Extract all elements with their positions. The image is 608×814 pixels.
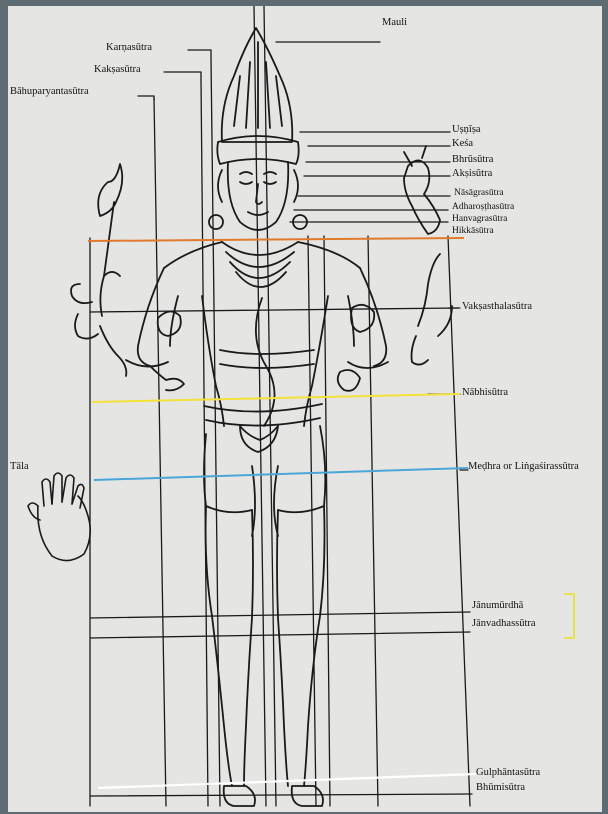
grid-line-vaksasthala bbox=[90, 308, 458, 312]
necklace bbox=[222, 242, 298, 255]
label-medhra: Meḍhra or Liṅgaśirassūtra bbox=[468, 462, 579, 473]
deity-figure bbox=[71, 28, 452, 806]
right-back-arm bbox=[418, 254, 452, 336]
label-hikkasutra: Hikkāsūtra bbox=[452, 227, 494, 237]
leader-karnasutra bbox=[188, 50, 211, 58]
grid-vertical-bahu-left bbox=[154, 98, 166, 806]
grid-line-bhumi bbox=[90, 794, 472, 796]
label-vaksasthalasutra: Vakṣasthalasūtra bbox=[462, 302, 532, 313]
label-usnisa: Uṣṇīṣa bbox=[452, 125, 481, 136]
left-foot bbox=[224, 786, 255, 806]
nabhi-line bbox=[92, 394, 460, 402]
left-back-arm bbox=[71, 272, 120, 316]
iconometric-diagram bbox=[8, 6, 602, 812]
grid-vertical-outer-right bbox=[448, 236, 470, 806]
label-hanvagrasutra: Hanvagrasūtra bbox=[452, 215, 507, 225]
grid-vertical-karna-left bbox=[211, 58, 220, 806]
diagram-page: Mauli Karṇasūtra Kakṣasūtra Bāhuparyanta… bbox=[8, 6, 602, 812]
label-aksisutra: Akṣisūtra bbox=[452, 169, 492, 180]
deer bbox=[404, 160, 440, 234]
face bbox=[228, 162, 289, 230]
label-nasagrasutra: Nāsāgrasūtra bbox=[454, 189, 504, 199]
label-mauli: Mauli bbox=[382, 18, 407, 29]
label-janvadhassutra: Jānvadhassūtra bbox=[472, 619, 536, 630]
right-upper-arm bbox=[348, 268, 386, 366]
label-kaksasutra: Kakṣasūtra bbox=[94, 65, 141, 76]
medhra-line bbox=[94, 468, 468, 480]
axe bbox=[98, 164, 122, 276]
leader-bahuparyantasutra bbox=[138, 96, 154, 100]
tala-hand-icon bbox=[28, 473, 90, 561]
label-adharosthasutra: Adharoṣṭhasūtra bbox=[452, 203, 514, 213]
leader-kaksasutra bbox=[164, 72, 201, 80]
grid-vertical-center-a bbox=[254, 6, 266, 806]
label-nabhisutra: Nābhisūtra bbox=[462, 388, 508, 399]
label-bhrusutra: Bhrūsūtra bbox=[452, 155, 493, 166]
grid-line-janumurdha bbox=[90, 612, 470, 618]
knee-bracket bbox=[564, 594, 574, 638]
label-tala: Tāla bbox=[10, 462, 29, 473]
hikka-line bbox=[88, 238, 464, 241]
right-foot bbox=[292, 786, 323, 806]
dhoti bbox=[204, 426, 325, 512]
label-bahuparyantasutra: Bāhuparyantasūtra bbox=[10, 87, 89, 98]
label-gulphantasutra: Gulphāntasūtra bbox=[476, 768, 540, 779]
label-janumurdha: Jānumūrdhā bbox=[472, 601, 523, 612]
label-bhumisutra: Bhūmisūtra bbox=[476, 783, 525, 794]
label-kesa: Keśa bbox=[452, 139, 473, 150]
label-karnasutra: Karṇasūtra bbox=[106, 43, 152, 54]
